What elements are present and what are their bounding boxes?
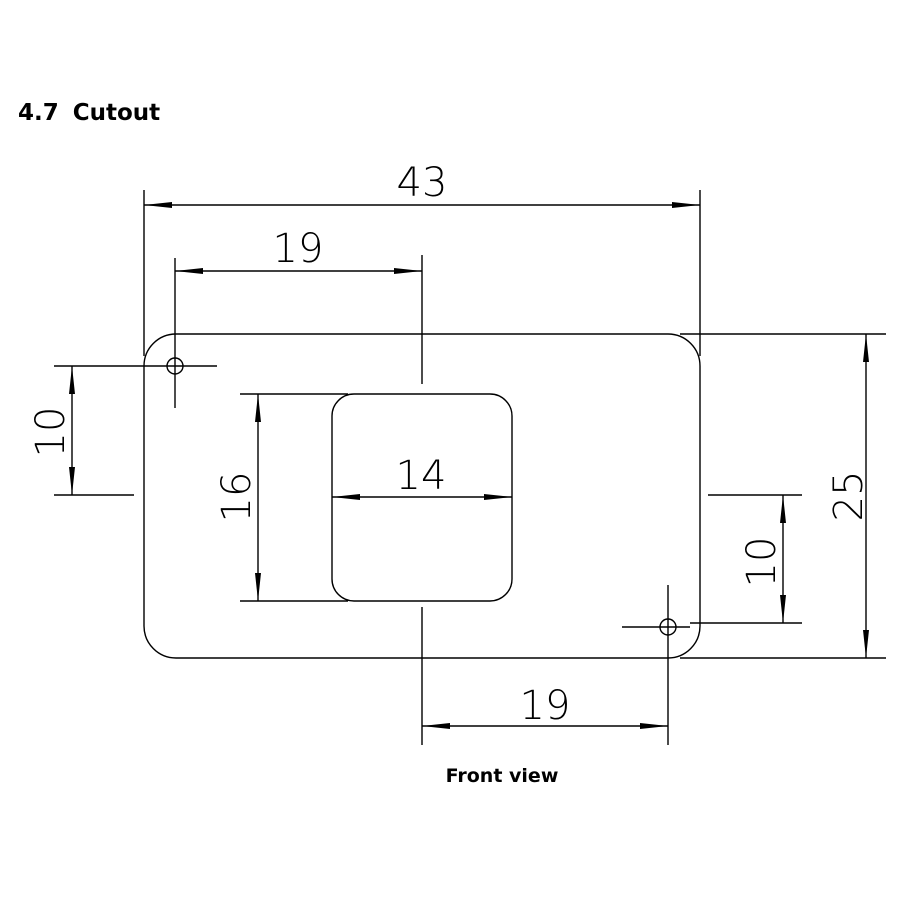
dim-window-height: 16 (214, 472, 260, 523)
figure-caption: Front view (445, 765, 559, 787)
section-title: Cutout (72, 100, 161, 126)
dim-hole-offset-bottom-right: 19 (520, 683, 571, 729)
dim-hole-vertical-left: 10 (28, 407, 74, 458)
dim-hole-offset-top-left: 19 (273, 226, 324, 272)
dim-hole-vertical-right: 10 (739, 537, 785, 588)
section-heading: 4.7 Cutout (18, 100, 160, 126)
dim-overall-height: 25 (826, 471, 872, 522)
section-number: 4.7 (18, 100, 59, 126)
dim-overall-width: 43 (397, 160, 448, 206)
dim-window-width: 14 (396, 453, 447, 499)
window-outline (331, 393, 513, 602)
